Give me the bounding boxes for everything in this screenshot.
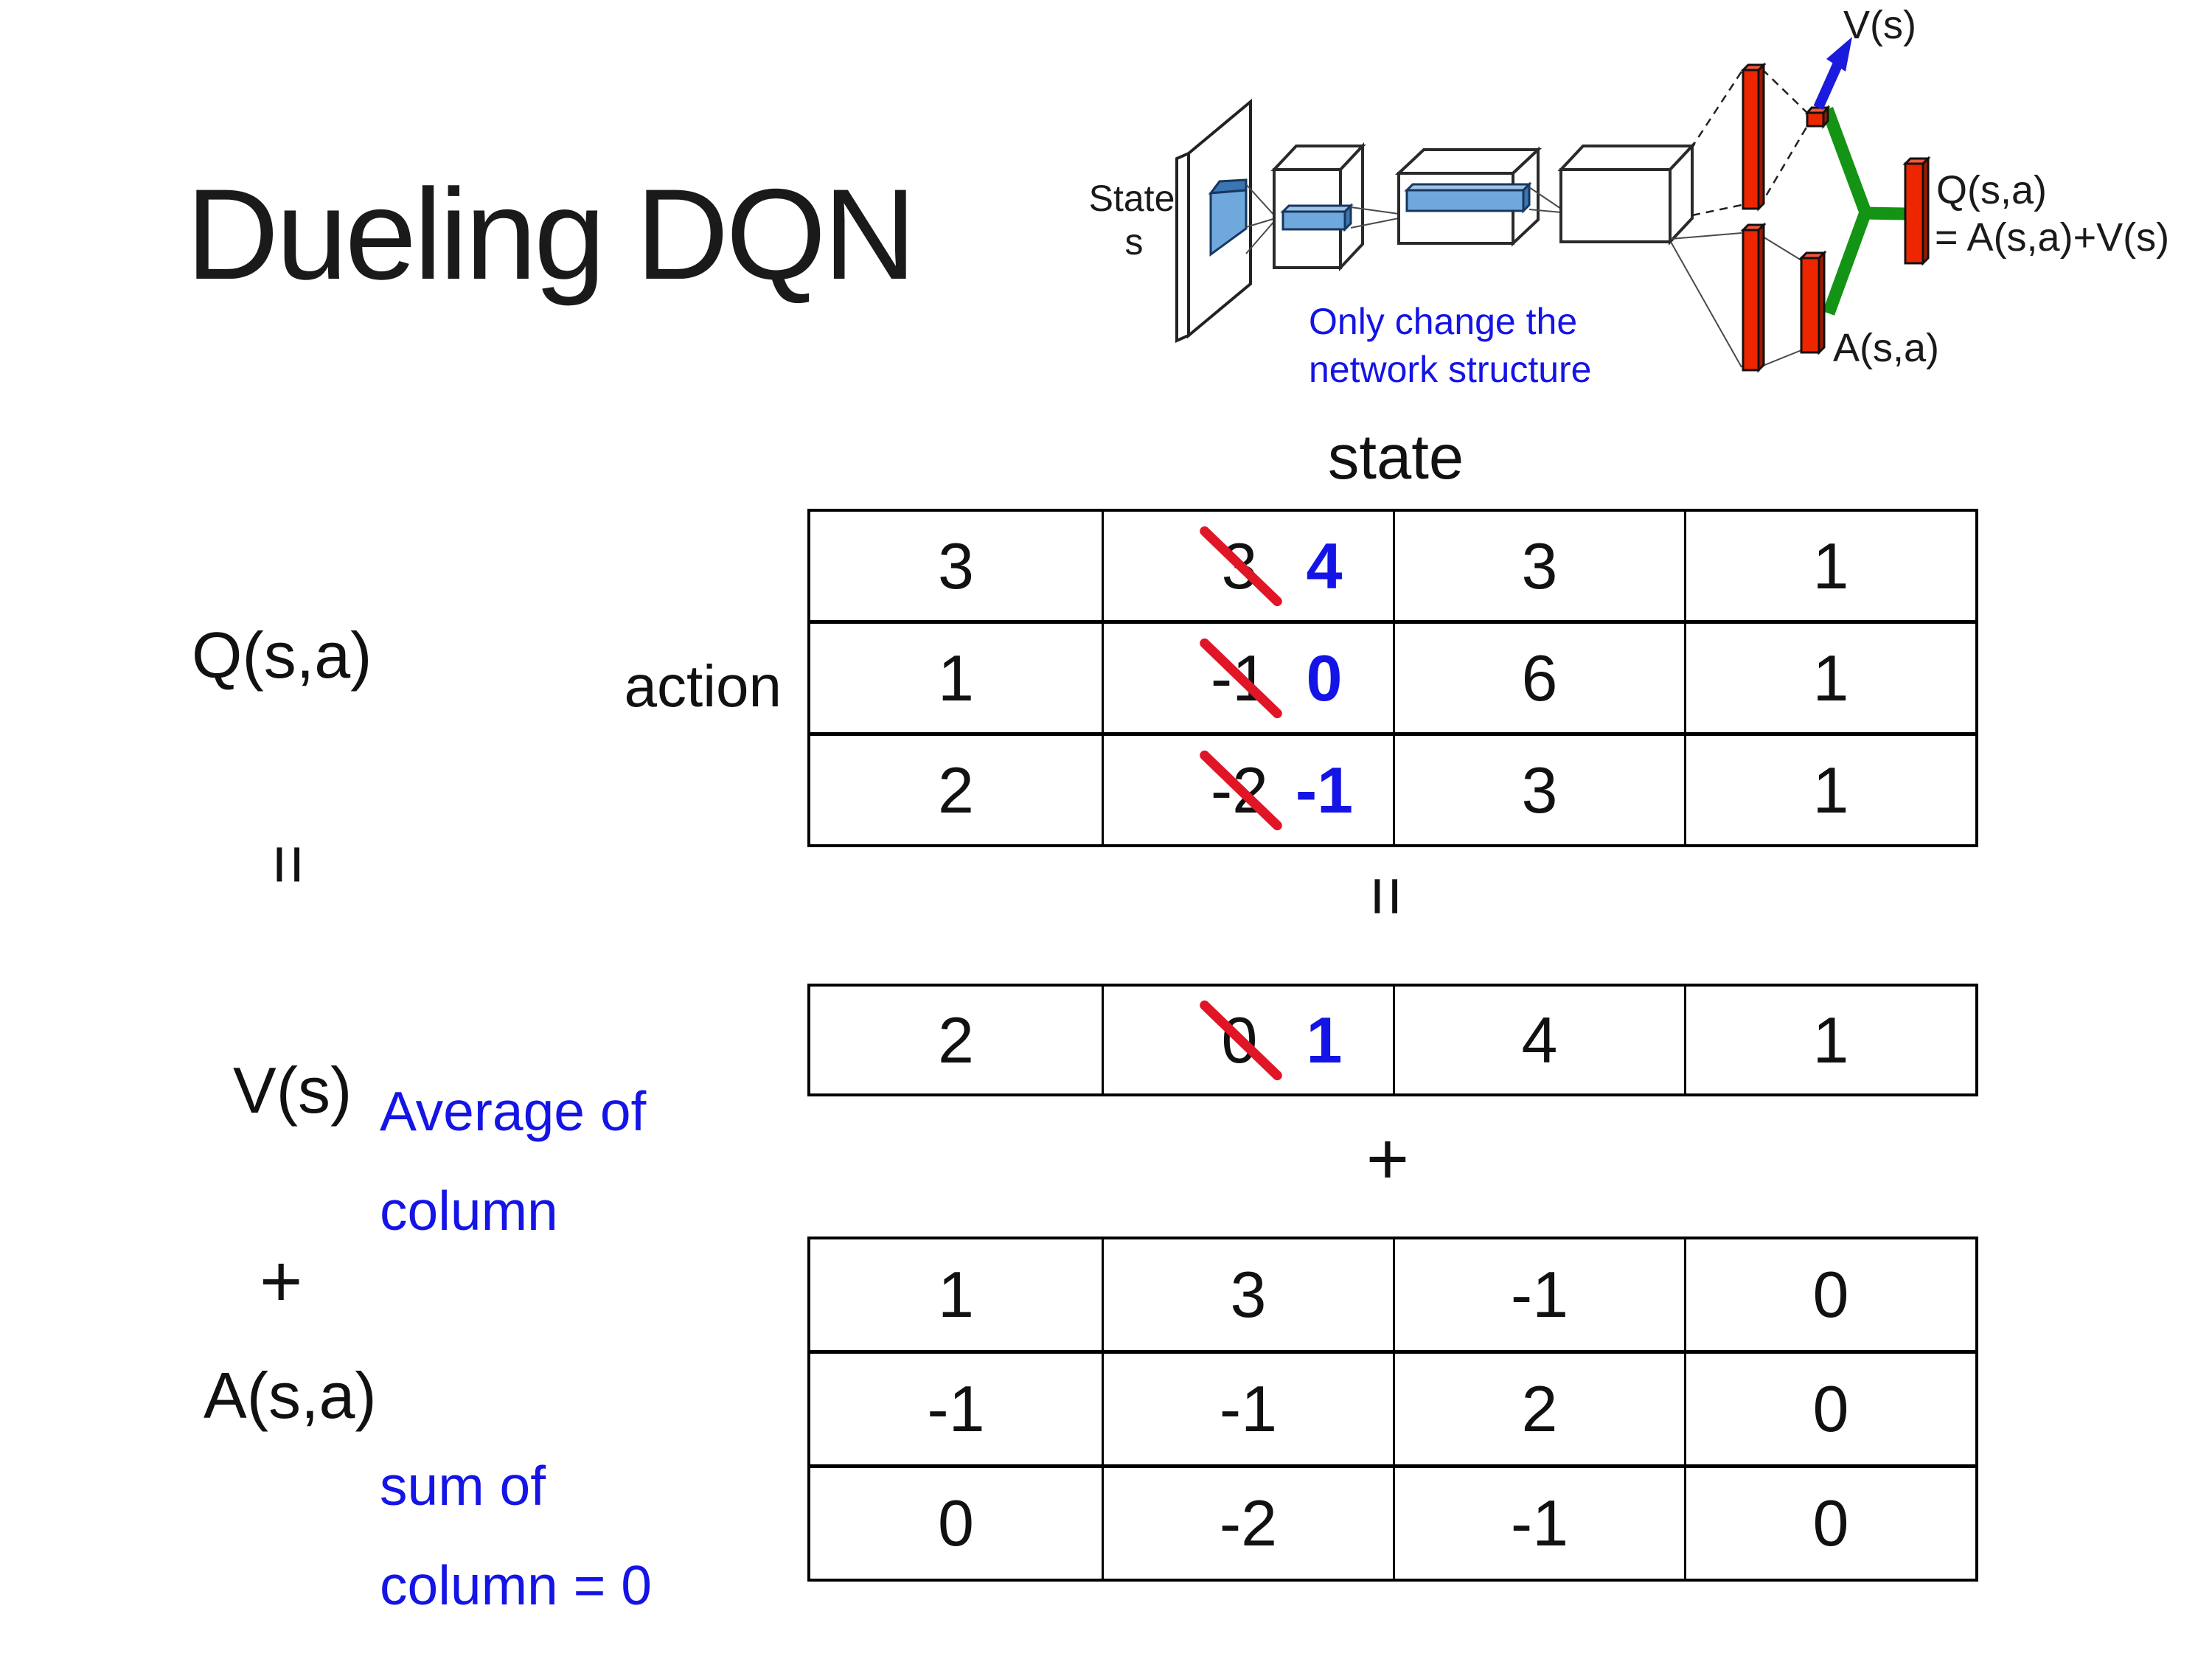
- connector-lines-3: [1528, 187, 1562, 213]
- a-table-cell: -2: [1102, 1464, 1393, 1579]
- q-output-label-line1: Q(s,a): [1936, 168, 2047, 212]
- q-table-cell: 1: [1684, 512, 1975, 620]
- q-table-cell: 3: [810, 512, 1102, 620]
- action-row-header: action: [624, 653, 782, 719]
- dueling-network-diagram: State s V(s) Q(s,a) = A(s,a)+V(s) A(s,a)…: [1089, 3, 2169, 390]
- new-value: 0: [1306, 641, 1343, 714]
- a-table-cell: 0: [1684, 1464, 1975, 1579]
- equation-v-term: V(s): [233, 1054, 352, 1127]
- q-table-cell: 3: [1393, 512, 1684, 620]
- note-line1: Only change the: [1309, 301, 1577, 342]
- equation-plus-left: +: [260, 1240, 303, 1323]
- a-vector-bar: [1798, 250, 1827, 355]
- q-table-cell: 1: [1684, 620, 1975, 732]
- average-of-column-note: Average of column: [380, 1062, 646, 1261]
- feature-bar-1: [1280, 203, 1354, 232]
- new-value: 4: [1306, 529, 1343, 602]
- q-output-bar: [1902, 156, 1931, 266]
- average-note-line2: column: [380, 1180, 558, 1242]
- equation-a-term: A(s,a): [204, 1359, 377, 1432]
- q-table-cell-corrected: 34: [1102, 512, 1393, 620]
- equation-equals-left: =: [249, 844, 328, 886]
- new-value: -1: [1295, 753, 1354, 827]
- fc-red-bar-bottom: [1740, 222, 1767, 373]
- a-table-cell: 1: [810, 1239, 1102, 1350]
- v-value-table: 20141: [807, 984, 1978, 1096]
- new-value: 1: [1306, 1003, 1343, 1077]
- q-table-cell: 1: [810, 620, 1102, 732]
- connector-lines-2: [1350, 206, 1399, 229]
- v-table-cell: 1: [1684, 987, 1975, 1093]
- state-label-line2: s: [1125, 221, 1144, 262]
- q-table-cell: 6: [1393, 620, 1684, 732]
- sum-of-column-note: sum of column = 0: [380, 1436, 652, 1635]
- q-table-cell-corrected: -2-1: [1102, 732, 1393, 844]
- v-output-label: V(s): [1843, 3, 1916, 47]
- fc-box-3: [1557, 142, 1696, 246]
- equation-plus-mid: +: [1366, 1118, 1410, 1200]
- q-table-cell: 3: [1393, 732, 1684, 844]
- v-table-cell: 4: [1393, 987, 1684, 1093]
- state-label-line1: State: [1089, 178, 1175, 219]
- state-column-header: state: [1327, 422, 1464, 493]
- q-table-cell: 1: [1684, 732, 1975, 844]
- a-table-cell: -1: [1393, 1239, 1684, 1350]
- equation-equals-mid: =: [1347, 875, 1426, 917]
- v-table-cell-corrected: 01: [1102, 987, 1393, 1093]
- q-table-cell-corrected: -10: [1102, 620, 1393, 732]
- a-table-cell: 0: [1684, 1239, 1975, 1350]
- note-line2: network structure: [1309, 349, 1591, 390]
- v-table-cell: 2: [810, 987, 1102, 1093]
- v-scalar-node: [1804, 104, 1831, 130]
- fc-red-bar-top: [1740, 62, 1767, 212]
- a-table-cell: 2: [1393, 1350, 1684, 1464]
- a-stream-lines: [1670, 232, 1802, 368]
- q-table-cell: 2: [810, 732, 1102, 844]
- merge-connector: [1821, 107, 1907, 316]
- sum-note-line2: column = 0: [380, 1554, 652, 1616]
- v-output-arrow: [1813, 37, 1852, 110]
- a-output-label: A(s,a): [1833, 326, 1939, 370]
- a-table-cell: -1: [1102, 1350, 1393, 1464]
- slide-title: Dueling DQN: [186, 163, 917, 307]
- a-table-cell: 0: [810, 1464, 1102, 1579]
- v-stream-dashed-lines: [1689, 69, 1809, 217]
- average-note-line1: Average of: [380, 1080, 647, 1142]
- a-table-cell: 0: [1684, 1350, 1975, 1464]
- equation-q-term: Q(s,a): [192, 619, 372, 692]
- a-table-cell: 3: [1102, 1239, 1393, 1350]
- q-output-label-line2: = A(s,a)+V(s): [1935, 215, 2169, 260]
- feature-bar-2: [1404, 181, 1532, 214]
- conv-filter-wedge: [1208, 178, 1248, 257]
- a-table-cell: -1: [810, 1350, 1102, 1464]
- a-table-cell: -1: [1393, 1464, 1684, 1579]
- sum-note-line1: sum of: [380, 1455, 546, 1517]
- connector-lines-1: [1245, 184, 1276, 254]
